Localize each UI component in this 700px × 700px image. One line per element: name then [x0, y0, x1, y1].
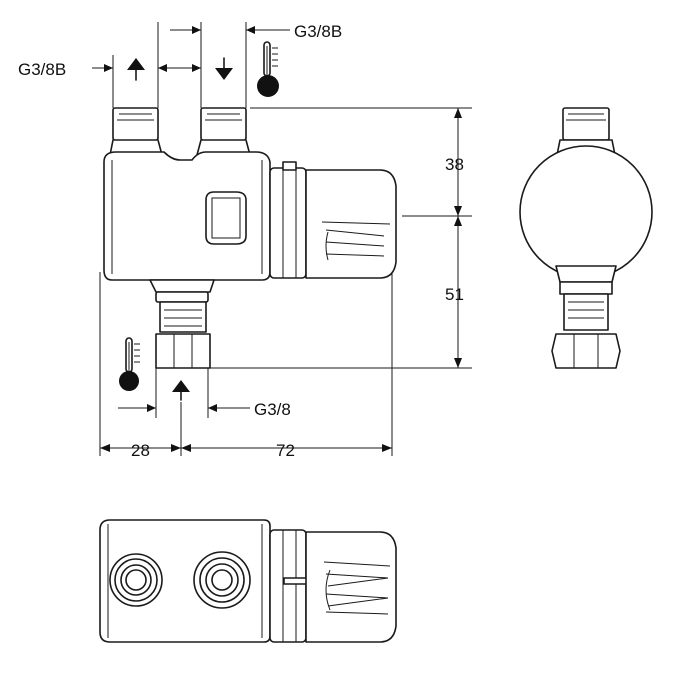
hot-water-thermometer-icon	[257, 41, 279, 97]
top-view	[99, 519, 397, 643]
thread-label-bottom: G3/8	[254, 400, 291, 419]
top-knob	[305, 531, 397, 643]
thread-label-outlet: G3/8B	[18, 60, 66, 79]
width-dimensions	[99, 272, 393, 456]
knob-collar	[269, 167, 307, 279]
side-view	[519, 107, 653, 369]
inlet-arrow-down-icon	[215, 57, 233, 80]
inlet-arrow-up-icon	[172, 380, 190, 401]
top-fitting-inlet	[196, 107, 251, 156]
body-window	[205, 191, 247, 245]
top-body	[99, 519, 271, 643]
thread-label-inlet: G3/8B	[294, 22, 342, 41]
top-port-right	[193, 551, 251, 609]
bottom-fitting	[149, 279, 215, 369]
front-view	[103, 107, 397, 369]
dimension-51: 51	[445, 285, 464, 304]
top-thread-dimensions	[92, 22, 290, 108]
hex-nut	[155, 333, 211, 369]
dimension-72: 72	[276, 441, 295, 460]
dimension-38: 38	[445, 155, 464, 174]
top-port-left	[109, 553, 163, 607]
bottom-thread-dimension	[118, 368, 250, 418]
top-fitting-outlet	[109, 107, 163, 156]
height-dimensions	[210, 107, 472, 369]
top-collar	[269, 529, 307, 643]
outlet-arrow-up-icon	[127, 58, 145, 81]
temperature-knob[interactable]	[305, 169, 397, 279]
valve-body	[103, 151, 271, 281]
side-hex-nut	[551, 333, 621, 369]
dimension-28: 28	[131, 441, 150, 460]
side-body-circle	[519, 145, 653, 279]
cold-water-thermometer-icon	[119, 337, 140, 391]
